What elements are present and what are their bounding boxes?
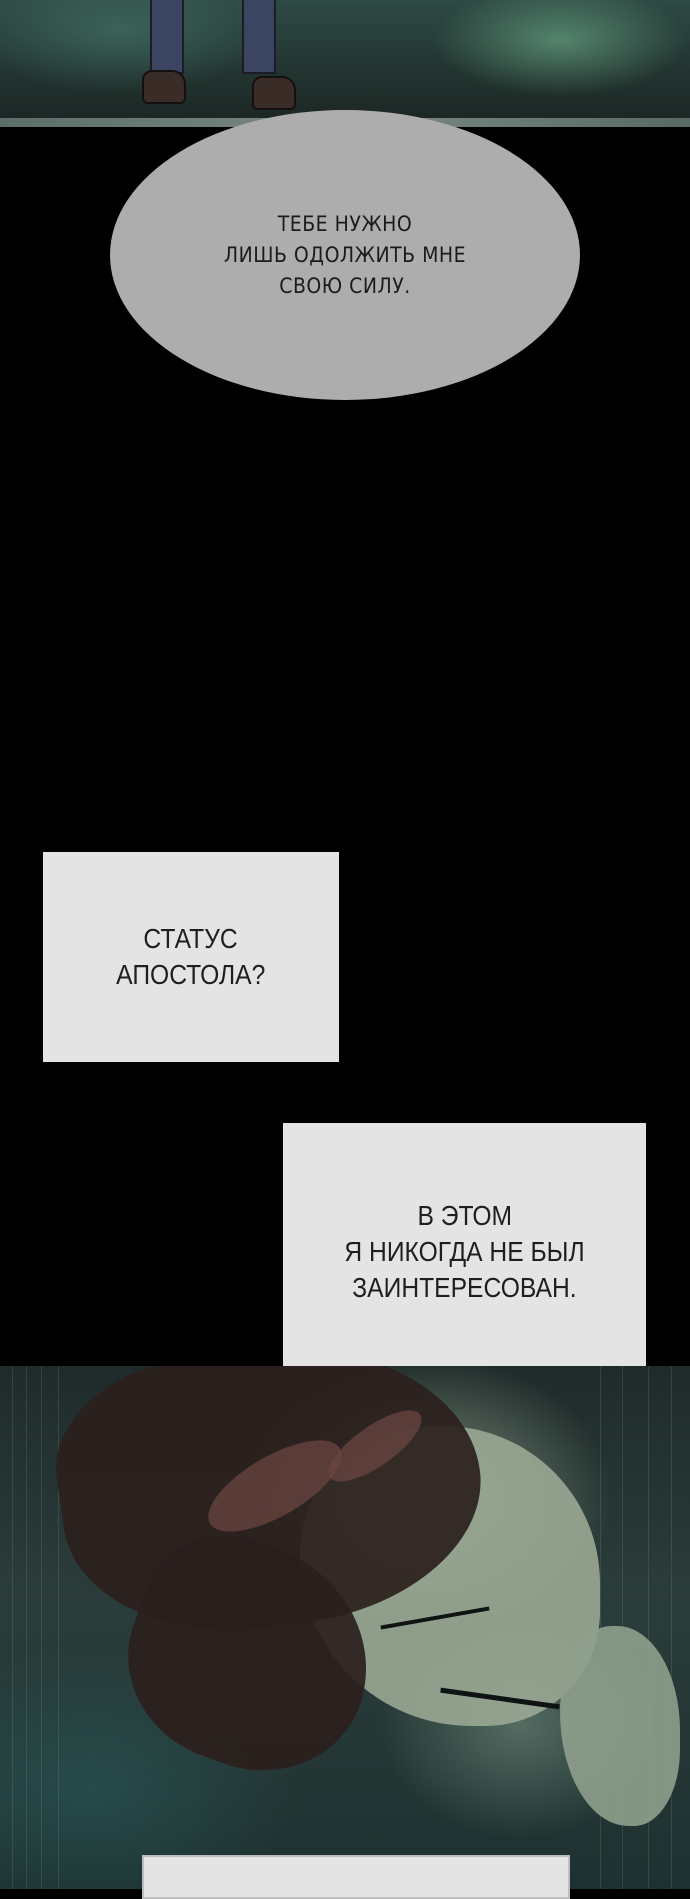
rain-streak xyxy=(26,1366,27,1889)
bottom-scene-panel xyxy=(0,1366,690,1889)
speech-bubble: ТЕБЕ НУЖНО ЛИШЬ ОДОЛЖИТЬ МНЕ СВОЮ СИЛУ. xyxy=(110,110,580,400)
top-scene-panel xyxy=(0,0,690,127)
caption-2-line-2: Я НИКОГДА НЕ БЫЛ xyxy=(344,1236,585,1267)
speech-line-1: ТЕБЕ НУЖНО xyxy=(277,211,413,236)
caption-box-partial xyxy=(142,1855,570,1899)
caption-1-line-1: СТАТУС xyxy=(143,923,239,954)
character-leg-right xyxy=(242,0,276,74)
caption-box-apostle-status: СТАТУС АПОСТОЛА? xyxy=(43,852,339,1062)
rain-streak xyxy=(58,1366,59,1889)
rain-streak xyxy=(12,1366,13,1889)
speech-line-2: ЛИШЬ ОДОЛЖИТЬ МНЕ xyxy=(223,242,467,267)
caption-2-line-3: ЗАИНТЕРЕСОВАН. xyxy=(352,1272,577,1303)
character-hand xyxy=(560,1626,680,1826)
caption-box-never-interested: В ЭТОМ Я НИКОГДА НЕ БЫЛ ЗАИНТЕРЕСОВАН. xyxy=(283,1123,646,1381)
caption-2-line-1: В ЭТОМ xyxy=(417,1200,512,1231)
character-leg-left xyxy=(150,0,184,74)
caption-1-line-2: АПОСТОЛА? xyxy=(116,959,266,990)
rain-streak xyxy=(41,1366,42,1889)
rain-streak xyxy=(671,1366,672,1889)
rain-streak xyxy=(648,1366,649,1889)
speech-line-3: СВОЮ СИЛУ. xyxy=(279,273,411,298)
character-shoe-left xyxy=(142,70,186,104)
character-shoe-right xyxy=(252,76,296,110)
